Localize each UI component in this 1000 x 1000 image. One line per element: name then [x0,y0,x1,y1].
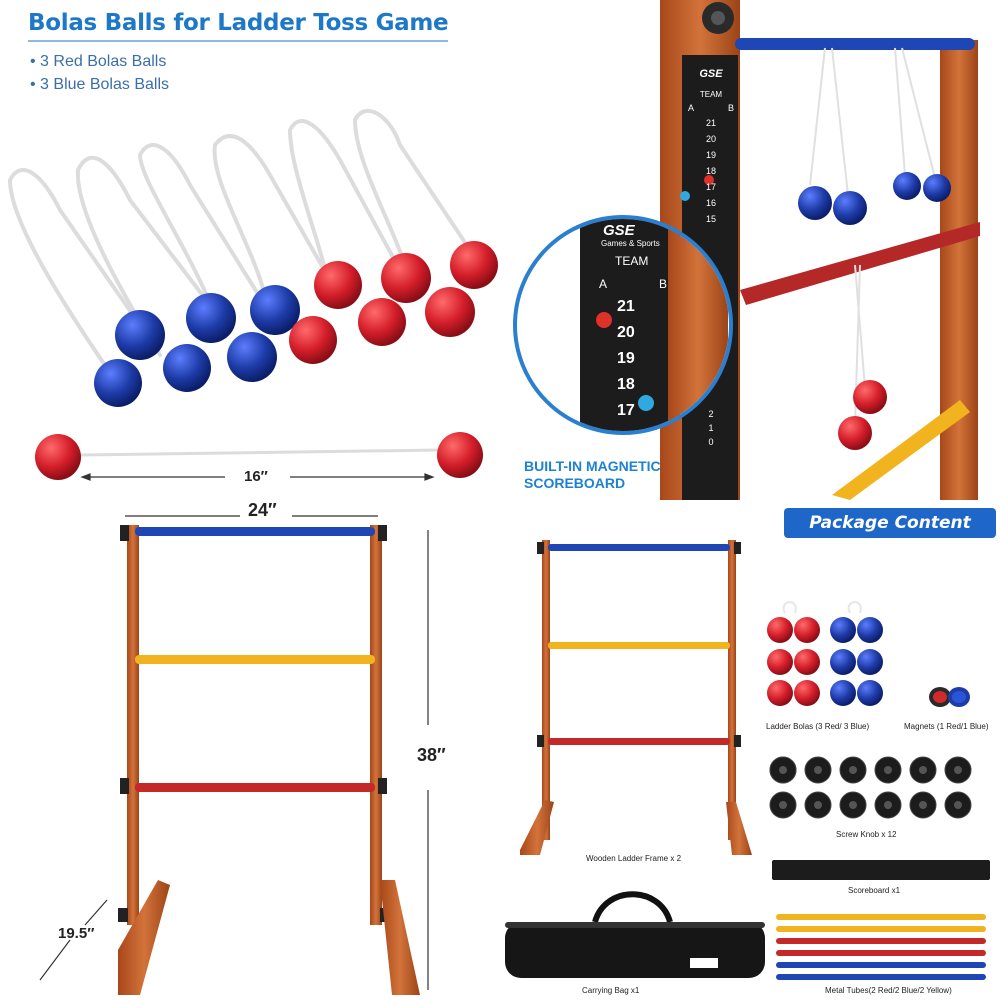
ladder-score-1: 1 [708,423,714,433]
callout-line-2: SCOREBOARD [524,475,626,491]
bola-length-label: 16″ [244,468,268,485]
measured-bola [35,432,483,480]
zoom-scoreboard: GSE Games & Sports TEAM A B 21 20 19 18 … [595,222,675,424]
ladder-score-21: 21 [705,118,716,128]
screw-knob-icon [702,2,734,34]
length-arrow [80,473,435,481]
brand-logo: GSE [603,222,635,239]
column-b-label: B [658,277,667,291]
score-20: 20 [617,324,635,341]
rung-blue [735,38,975,50]
ladder-brand-logo: GSE [699,68,723,80]
ladder-scoreboard: GSE TEAM A B 21 20 19 18 17 16 15 2 1 0 [684,68,738,449]
caption-ladder-bolas: Ladder Bolas (3 Red/ 3 Blue) [766,722,870,731]
ladder-col-b: B [727,103,734,113]
package-content-banner: Package Content [784,508,996,538]
ladder-team-label: TEAM [699,90,723,99]
package-bolas-image [767,601,883,706]
brand-subtitle: Games & Sports [601,239,660,248]
dimension-rung-yellow [135,655,375,664]
caption-carrying-bag: Carrying Bag x1 [582,986,640,995]
ladder-score-16: 16 [705,198,716,208]
ladder-dimensions-diagram [39,515,429,995]
caption-screw-knob: Screw Knob x 12 [836,830,897,839]
dimension-rung-blue [135,527,375,536]
bolas-bullet-list: • 3 Red Bolas Balls • 3 Blue Bolas Balls [30,50,169,96]
width-label: 24″ [248,500,277,520]
score-18: 18 [617,376,635,393]
ladder-score-17: 17 [705,182,716,192]
package-ladder-frame [520,540,752,855]
height-label: 38″ [417,745,446,765]
score-21: 21 [617,298,635,315]
ladder-col-a: A [688,103,695,113]
ladder-score-0: 0 [708,437,714,447]
ladder-score-20: 20 [705,134,716,144]
scoreboard-strip-image [772,860,990,880]
caption-magnets: Magnets (1 Red/1 Blue) [904,722,989,731]
ladder-closeup-photo [513,0,980,500]
ladder-score-2: 2 [708,409,714,419]
depth-label: 19.5″ [58,925,95,942]
ladder-score-15: 15 [705,214,716,224]
team-label: TEAM [615,254,649,268]
carrying-bag-image [505,891,765,978]
bullet-red-bolas: • 3 Red Bolas Balls [30,53,167,70]
bullet-blue-bolas: • 3 Blue Bolas Balls [30,76,170,93]
magnets-image [929,687,970,707]
screw-knobs-image [769,756,972,819]
bolas-illustration [7,108,498,481]
rung-red [740,222,980,305]
bola-ropes [7,108,472,382]
metal-tubes-image [776,914,986,980]
caption-scoreboard: Scoreboard x1 [848,886,901,895]
page-title: Bolas Balls for Ladder Toss Game [28,10,449,36]
ladder-score-19: 19 [705,150,716,160]
blue-bolas-balls [94,285,300,407]
magnetic-scoreboard-callout: BUILT-IN MAGNETIC SCOREBOARD [524,458,661,492]
score-17: 17 [617,402,635,419]
ladder-score-18: 18 [705,166,716,176]
callout-line-1: BUILT-IN MAGNETIC [524,458,661,474]
rung-yellow [832,400,970,500]
red-bolas-balls [289,241,498,364]
score-19: 19 [617,350,635,367]
caption-metal-tubes: Metal Tubes(2 Red/2 Blue/2 Yellow) [825,986,952,995]
caption-ladder-frame: Wooden Ladder Frame x 2 [586,854,682,863]
column-a-label: A [599,277,608,291]
title-underline [28,40,448,42]
dimension-rung-red [135,783,375,792]
